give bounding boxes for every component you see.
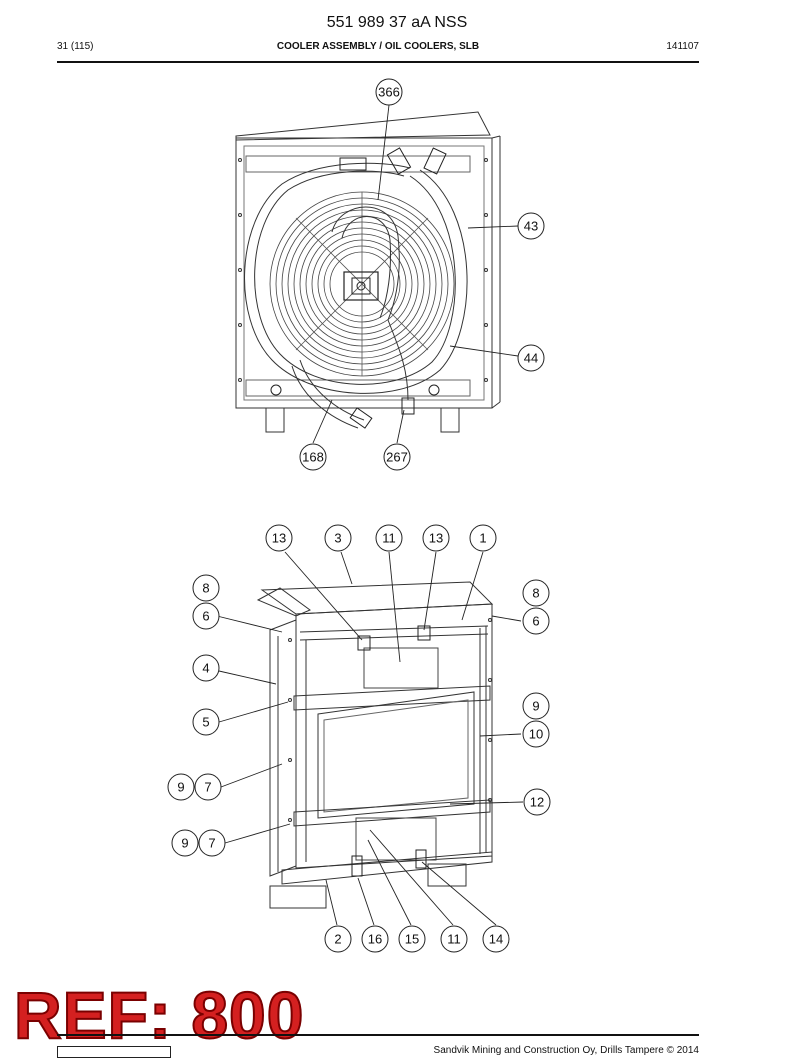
callout-8-right: 8 — [522, 579, 550, 607]
copyright-text: Sandvik Mining and Construction Oy, Dril… — [433, 1045, 699, 1056]
svg-text:11: 11 — [447, 932, 461, 947]
svg-text:3: 3 — [334, 531, 341, 546]
svg-text:12: 12 — [530, 795, 544, 810]
callout-15: 15 — [398, 925, 426, 953]
callout-168: 168 — [299, 443, 327, 471]
document-number: 551 989 37 aA NSS — [326, 14, 468, 31]
page-number: 31 (115) — [57, 41, 94, 52]
svg-text:10: 10 — [529, 727, 543, 742]
callout-9-right: 9 — [522, 692, 550, 720]
svg-text:9: 9 — [181, 836, 188, 851]
callout-16: 16 — [361, 925, 389, 953]
callout-1: 1 — [469, 524, 497, 552]
revision-code: 141107 — [666, 41, 699, 52]
svg-text:9: 9 — [177, 780, 184, 795]
section-title: COOLER ASSEMBLY / OIL COOLERS, SLB — [276, 41, 480, 52]
svg-text:43: 43 — [524, 219, 538, 234]
callout-11-top: 11 — [375, 524, 403, 552]
cooler-assembly-view — [256, 581, 494, 909]
callout-366: 366 — [375, 78, 403, 106]
callout-5: 5 — [192, 708, 220, 736]
company-logo — [57, 1046, 171, 1058]
svg-text:44: 44 — [524, 351, 538, 366]
callout-267: 267 — [383, 443, 411, 471]
svg-text:5: 5 — [202, 715, 209, 730]
svg-text:9: 9 — [532, 699, 539, 714]
callout-6-right: 6 — [522, 607, 550, 635]
callout-8-left: 8 — [192, 574, 220, 602]
svg-text:6: 6 — [202, 609, 209, 624]
callout-10: 10 — [522, 720, 550, 748]
callout-11-bottom: 11 — [440, 925, 468, 953]
svg-text:7: 7 — [204, 780, 211, 795]
svg-text:2: 2 — [334, 932, 341, 947]
callout-9-lower: 9 — [171, 829, 199, 857]
svg-text:13: 13 — [272, 531, 286, 546]
callout-13-left: 13 — [265, 524, 293, 552]
svg-text:13: 13 — [429, 531, 443, 546]
callout-14: 14 — [482, 925, 510, 953]
callout-2: 2 — [324, 925, 352, 953]
callout-4: 4 — [192, 654, 220, 682]
svg-text:15: 15 — [405, 932, 419, 947]
callout-43: 43 — [517, 212, 545, 240]
leader-lines-top — [312, 104, 519, 444]
cooler-top-view — [235, 111, 501, 433]
callout-7-lower: 7 — [198, 829, 226, 857]
svg-text:168: 168 — [302, 450, 324, 465]
svg-text:1: 1 — [479, 531, 486, 546]
svg-text:7: 7 — [208, 836, 215, 851]
svg-text:8: 8 — [532, 586, 539, 601]
svg-text:366: 366 — [378, 85, 400, 100]
svg-text:6: 6 — [532, 614, 539, 629]
callout-7-middle: 7 — [194, 773, 222, 801]
svg-text:8: 8 — [202, 581, 209, 596]
svg-text:16: 16 — [368, 932, 382, 947]
header-divider — [57, 61, 699, 63]
callout-13-right: 13 — [422, 524, 450, 552]
svg-text:14: 14 — [489, 932, 503, 947]
callout-9-middle: 9 — [167, 773, 195, 801]
callout-3: 3 — [324, 524, 352, 552]
footer-divider — [57, 1034, 699, 1036]
reference-stamp: REF: 800 — [13, 978, 305, 1052]
svg-text:11: 11 — [382, 531, 396, 546]
callout-44: 44 — [517, 344, 545, 372]
callout-6-left: 6 — [192, 602, 220, 630]
leader-lines-bottom — [216, 551, 524, 926]
callout-12: 12 — [523, 788, 551, 816]
svg-text:267: 267 — [386, 450, 408, 465]
svg-text:4: 4 — [202, 661, 209, 676]
